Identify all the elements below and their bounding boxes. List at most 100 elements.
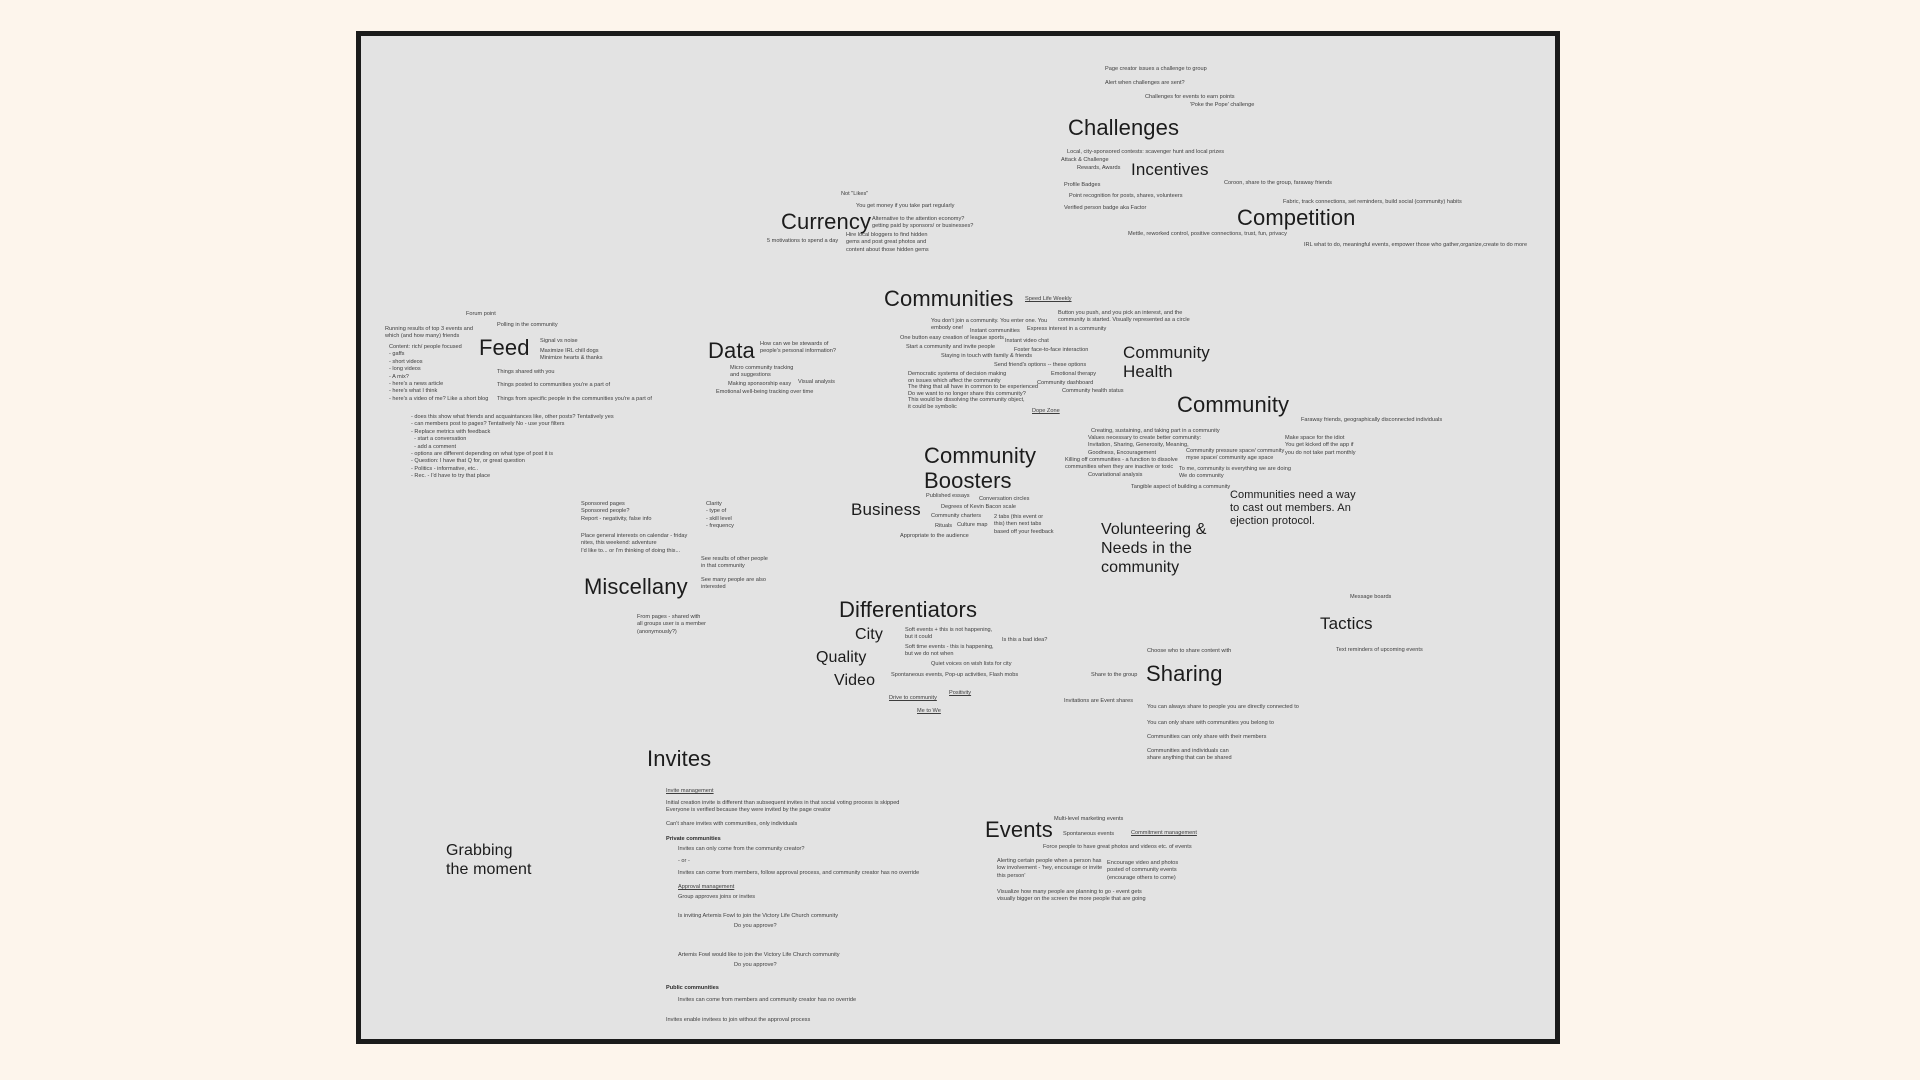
invites-note: Private communities <box>666 836 721 842</box>
events-note: Multi-level marketing events <box>1054 816 1124 822</box>
differentiators-note: Drive to community <box>889 695 937 701</box>
community-note: Values necessary to create better commun… <box>1088 435 1202 456</box>
data-note: How can we be stewards of people's perso… <box>760 341 837 355</box>
differentiators-note: Soft time events - this is happening, bu… <box>905 644 994 658</box>
feed-note: - does this show what friends and acquai… <box>411 414 614 479</box>
community-note: Make space for the idiot You get kicked … <box>1285 435 1356 456</box>
note-ejection-protocol: Communities need a way to cast out membe… <box>1230 489 1356 528</box>
communities-note: You don't join a community. You enter on… <box>931 318 1048 332</box>
community-note: Covariational analysis <box>1088 472 1143 478</box>
tactics-note: Message boards <box>1350 594 1392 600</box>
communities-note: Instant communities <box>970 328 1020 334</box>
sharing-note: You can always share to people you are d… <box>1147 704 1299 710</box>
sharing-note: Choose who to share content with <box>1147 648 1232 654</box>
feed-note: Signal vs noise <box>540 338 578 344</box>
sharing-note: Invitations are Event shares <box>1064 698 1134 704</box>
heading-data: Data <box>708 338 755 363</box>
sharing-note: Share to the group <box>1091 672 1138 678</box>
heading-challenges: Challenges <box>1068 115 1180 140</box>
sharing-note: You can only share with communities you … <box>1147 720 1274 726</box>
invites-note: Public communities <box>666 985 719 991</box>
incentives-note: Point recognition for posts, shares, vol… <box>1069 193 1183 199</box>
sharing-note: Communities can only share with their me… <box>1147 734 1267 740</box>
heading-competition: Competition <box>1237 205 1356 230</box>
events-note: Force people to have great photos and vi… <box>1043 844 1192 850</box>
data-note: Visual analysis <box>798 379 835 385</box>
heading-incentives: Incentives <box>1131 160 1209 179</box>
events-note: Commitment management <box>1131 830 1197 836</box>
communities-note: The thing that all have in common to be … <box>908 384 1038 398</box>
community-note: Community pressure space/ community myse… <box>1186 448 1285 462</box>
boosters-note: Community charters <box>931 513 982 519</box>
events-note: Visualize how many people are planning t… <box>997 889 1146 903</box>
differentiators-note: Is this a bad idea? <box>1002 637 1048 643</box>
challenges-note: Alert when challenges are sent? <box>1105 80 1185 86</box>
heading-grabbing-the-moment: Grabbing the moment <box>446 842 532 879</box>
community-note: To me, community is everything we are do… <box>1179 466 1291 480</box>
challenges-note: 'Poke the Pope' challenge <box>1190 102 1255 108</box>
communities-note: Send friend's options -- these options <box>994 362 1087 368</box>
heading-community-boosters: Community Boosters <box>924 443 1037 494</box>
feed-note: Things from specific people in the commu… <box>497 396 652 402</box>
challenges-note: Rewards, Awards <box>1077 165 1121 171</box>
communities-note: Start a community and invite people <box>906 344 995 350</box>
community-note: Creating, sustaining, and taking part in… <box>1091 428 1220 434</box>
heading-video: Video <box>834 672 876 689</box>
competition-note: Fabric, track connections, set reminders… <box>1283 199 1462 205</box>
events-note: Spontaneous events <box>1063 831 1115 837</box>
communities-note: Staying in touch with family & friends <box>941 353 1033 359</box>
heading-currency: Currency <box>781 209 872 234</box>
feed-note: Maximize IRL chill dogs Minimize hearts … <box>540 348 603 362</box>
communities-note: Dope Zone <box>1032 408 1060 414</box>
heading-city: City <box>855 626 883 643</box>
challenges-note: Challenges for events to earn points <box>1145 94 1235 100</box>
feed-note: Things shared with you <box>497 369 555 375</box>
communities-note: Emotional therapy <box>1051 371 1097 377</box>
whiteboard-canvas[interactable]: Page creator issues a challenge to group… <box>356 31 1560 1044</box>
invites-note: Invites can only come from the community… <box>678 846 805 852</box>
community-note: Tangible aspect of building a community <box>1131 484 1231 490</box>
invites-note: Initial creation invite is different tha… <box>666 800 900 814</box>
tactics-note: Text reminders of upcoming events <box>1336 647 1423 653</box>
invites-note: - or - <box>678 858 690 864</box>
invites-note: Artemis Fowl would like to join the Vict… <box>678 952 840 958</box>
boosters-note: Culture map <box>957 522 988 528</box>
heading-community-health: Community Health <box>1123 343 1210 381</box>
heading-invites: Invites <box>647 746 712 771</box>
heading-community: Community <box>1177 392 1290 417</box>
feed-note: Content: rich/ people focused - gaffs - … <box>389 344 489 402</box>
invites-note: Invites enable invitees to join without … <box>666 1017 811 1023</box>
incentives-note: Verified person badge aka Factor <box>1064 205 1147 211</box>
communities-note: This would be dissolving the community o… <box>908 397 1025 411</box>
differentiators-note: Spontaneous events, Pop-up activities, F… <box>891 672 1019 678</box>
invites-note: Invites can come from members and commun… <box>678 997 857 1003</box>
heading-feed: Feed <box>479 335 530 360</box>
challenges-note: Local, city-sponsored contests: scavenge… <box>1067 149 1225 155</box>
currency-note: Hire local bloggers to find hidden gems … <box>846 232 929 253</box>
communities-note: One button easy creation of league sport… <box>900 335 1004 341</box>
boosters-note: Published essays <box>926 493 970 499</box>
heading-miscellany: Miscellany <box>584 574 688 599</box>
differentiators-note: Positivity <box>949 690 972 696</box>
miscellany-note: See many people are also interested <box>701 577 766 591</box>
heading-business: Business <box>851 500 921 519</box>
communities-note: Instant video chat <box>1005 338 1049 344</box>
currency-note: Alternative to the attention economy? ge… <box>872 216 974 230</box>
heading-events: Events <box>985 817 1053 842</box>
invites-note: Invite management <box>666 788 714 794</box>
community-note: Faraway friends, geographically disconne… <box>1301 417 1443 423</box>
feed-note: Forum point <box>466 311 496 317</box>
heading-tactics: Tactics <box>1320 614 1373 633</box>
competition-note: IRL what to do, meaningful events, empow… <box>1304 242 1528 248</box>
feed-note: Things posted to communities you're a pa… <box>497 382 611 388</box>
boosters-note: Rituals <box>935 523 953 529</box>
boosters-note: Degrees of Kevin Bacon scale <box>941 504 1016 510</box>
boosters-note: 2 tabs (this event or this) then next ta… <box>994 514 1054 535</box>
heading-communities: Communities <box>884 286 1014 311</box>
invites-note: Do you approve? <box>734 923 777 929</box>
sharing-note: Communities and individuals can share an… <box>1147 748 1232 762</box>
invites-note: Group approves joins or invites <box>678 894 756 900</box>
miscellany-note: Clarity - type of - skill level - freque… <box>706 501 734 530</box>
incentives-note: Profile Badges <box>1064 182 1101 188</box>
challenges-note: Page creator issues a challenge to group <box>1105 66 1207 72</box>
